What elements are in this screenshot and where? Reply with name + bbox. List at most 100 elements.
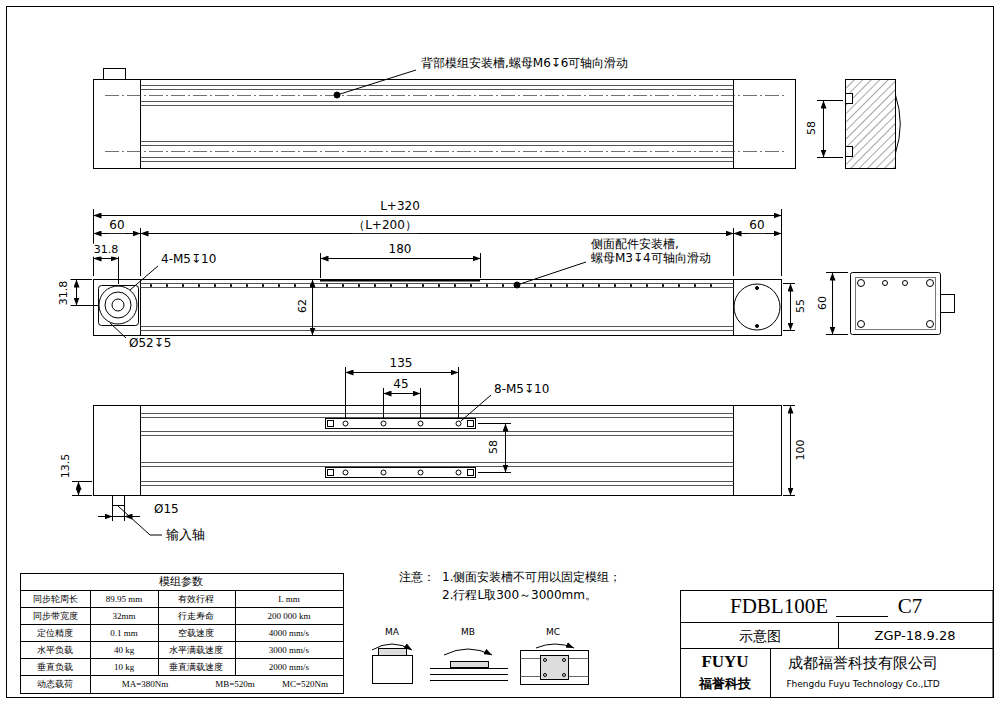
moment-icons-part	[541, 656, 569, 680]
end-view-part	[856, 278, 936, 330]
side-view-part	[70, 305, 98, 306]
table-cell: 40 kg	[113, 645, 135, 655]
section-view-part	[823, 101, 824, 158]
end-view	[826, 273, 955, 335]
table-cell: 2000 mm/s	[268, 662, 310, 672]
table-cell: MB=520m	[214, 679, 256, 689]
side-view-part-part	[141, 287, 734, 288]
moment-label: MA	[384, 627, 400, 637]
dimension: 60	[817, 295, 830, 311]
bottom-view-part	[418, 470, 423, 475]
bottom-view-part-part	[141, 417, 734, 418]
side-view-part	[94, 215, 782, 216]
bottom-view-part	[478, 472, 511, 473]
moment-icons-part	[563, 659, 566, 662]
bottom-view-part	[456, 421, 461, 426]
table-cell: L mm	[277, 594, 300, 604]
bottom-view-part-part	[141, 413, 734, 414]
side-view-part	[94, 233, 141, 234]
company-name: 成都福誉科技有限公司	[787, 655, 939, 672]
title-block	[681, 591, 994, 698]
side-view-part	[112, 299, 124, 311]
end-view-part	[927, 321, 934, 328]
parameter-table-part	[21, 658, 344, 659]
bottom-view-part	[98, 516, 113, 517]
top-view-part-part	[105, 95, 785, 96]
table-cell: 空载速度	[177, 628, 215, 638]
section-view-part	[846, 80, 896, 169]
bore-callout: Ø52↧5	[128, 337, 172, 351]
title-block-part	[770, 649, 771, 698]
side-view	[70, 209, 795, 338]
table-cell: 垂直满载速度	[168, 662, 224, 672]
moment-icons	[372, 644, 589, 685]
bottom-view-part	[78, 482, 79, 496]
table-cell: 同步轮周长	[32, 594, 79, 604]
top-view-part-part	[141, 89, 734, 90]
top-view-part-part	[105, 151, 785, 152]
dimension: 100	[795, 439, 808, 462]
dimension: 135	[389, 357, 414, 371]
top-view-part-part	[141, 145, 734, 146]
sheet-frame	[7, 7, 994, 698]
side-view-part	[140, 228, 141, 276]
side-view-part	[517, 262, 586, 285]
top-view-part-part	[141, 141, 734, 142]
bottom-view-part	[461, 395, 491, 421]
bottom-view-part	[790, 406, 791, 496]
bottom-view-part	[346, 372, 459, 373]
slot-note: 侧面配件安装槽, 螺母M3↧4可轴向滑动	[590, 238, 727, 266]
side-view-part-part	[141, 283, 734, 284]
section-view-part	[846, 94, 853, 104]
technical-drawing-part	[7, 7, 994, 698]
top-view	[94, 69, 796, 169]
side-view-part	[781, 209, 782, 276]
moment-icons-part	[521, 651, 589, 685]
note-heading: 注意：	[398, 571, 436, 585]
section-view-part	[846, 147, 853, 157]
bottom-view-part-part	[141, 462, 734, 463]
end-view-part	[941, 295, 955, 313]
bottom-view-part	[72, 481, 92, 482]
bottom-view-part	[113, 516, 125, 517]
side-view-part	[790, 284, 791, 331]
note: 2.行程L取300～3000mm。	[441, 589, 598, 603]
table-cell: 垂直负载	[36, 662, 74, 672]
side-view-part	[783, 330, 795, 331]
side-view-part	[70, 279, 92, 280]
table-cell: 动态载荷	[36, 679, 74, 689]
bottom-view-part	[328, 421, 334, 427]
thread-callout: 8-M5↧10	[493, 383, 550, 397]
table-cell: 0.1 mm	[109, 628, 139, 638]
side-view-part	[734, 284, 780, 330]
dimension: 58	[806, 120, 819, 136]
side-view-part	[99, 286, 139, 326]
top-view-part-part	[141, 105, 734, 106]
side-view-part	[93, 209, 94, 276]
bottom-view-part-part	[141, 431, 734, 432]
bottom-view-part	[478, 423, 511, 424]
moment-icons-part	[536, 644, 574, 648]
end-view-part	[826, 272, 848, 273]
bottom-view-part-part	[141, 481, 734, 482]
top-view-part	[733, 80, 734, 169]
dimension: 31.8	[58, 280, 71, 307]
dimension: （L+200）	[352, 219, 418, 233]
table-cell: 200 000 km	[266, 611, 311, 621]
side-view-part	[118, 253, 119, 284]
side-view-part	[733, 228, 734, 276]
parameter-table-part	[21, 641, 344, 642]
bottom-view-part-part	[141, 435, 734, 436]
top-view-part	[94, 80, 796, 169]
parameter-table-part	[21, 574, 344, 694]
moment-icons-part	[563, 674, 566, 677]
bottom-view-part	[113, 496, 125, 506]
moment-icons-part	[379, 649, 407, 656]
side-view-part	[783, 283, 795, 284]
table-cell: 水平满载速度	[168, 645, 224, 655]
thread-callout: 4-M5↧10	[160, 253, 217, 267]
title-block-part	[681, 622, 994, 623]
parameter-table-part	[21, 590, 344, 591]
bottom-view-part	[381, 421, 386, 426]
